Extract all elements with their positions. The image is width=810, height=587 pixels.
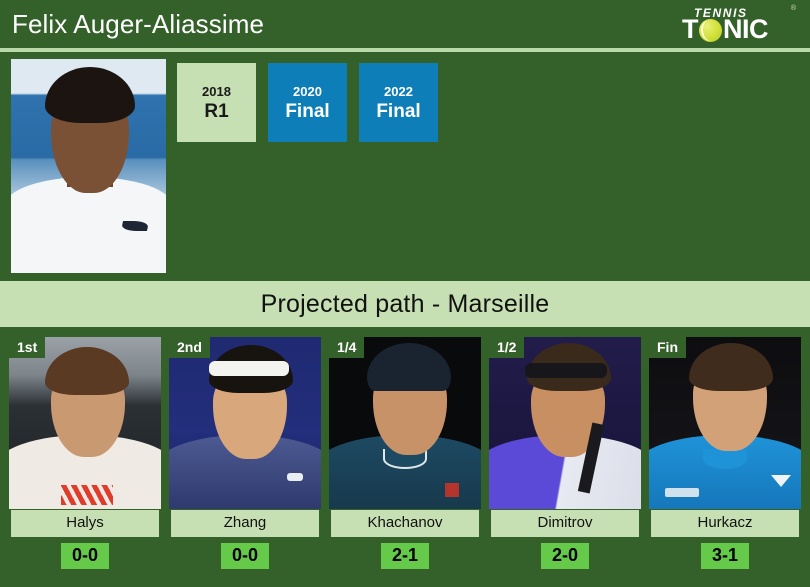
tournament-history-list: 2018 R1 2020 Final 2022 Final — [166, 59, 438, 142]
sponsor-logo-icon — [665, 488, 699, 497]
opponent-name: Zhang — [171, 510, 319, 537]
opponent-headshot — [169, 337, 321, 509]
opponent-photo: 2nd — [169, 337, 321, 509]
head-to-head-record: 0-0 — [60, 542, 109, 570]
history-result: R1 — [204, 100, 229, 122]
opponent-card-zhang[interactable]: 2nd Zhang 0-0 — [169, 337, 321, 570]
headshot-collar — [703, 449, 747, 469]
section-band-wrap: Projected path - Marseille — [0, 279, 810, 329]
history-result: Final — [376, 100, 421, 122]
history-result: Final — [285, 100, 330, 122]
cap-icon — [367, 343, 451, 391]
logo-letters-nic: NIC — [723, 14, 769, 44]
round-label: 1/2 — [489, 337, 525, 358]
round-label: 1/4 — [329, 337, 365, 358]
page-header: Felix Auger-Aliassime TENNIS ® T NIC — [0, 0, 810, 48]
tennis-tonic-logo[interactable]: TENNIS ® T NIC — [680, 2, 800, 46]
opponent-headshot — [649, 337, 801, 509]
tennis-ball-icon — [699, 19, 722, 42]
history-card-2018[interactable]: 2018 R1 — [177, 63, 256, 142]
header-divider — [0, 48, 810, 52]
player-photo-hair — [45, 67, 135, 123]
opponent-card-halys[interactable]: 1st Halys 0-0 — [9, 337, 161, 570]
opponent-photo: 1/4 — [329, 337, 481, 509]
history-year: 2018 — [202, 83, 231, 99]
opponent-name: Khachanov — [331, 510, 479, 537]
round-label: 1st — [9, 337, 46, 358]
section-title: Projected path - Marseille — [260, 289, 550, 318]
opponent-photo: 1/2 — [489, 337, 641, 509]
shirt-logo-icon — [61, 485, 113, 505]
projected-path-list: 1st Halys 0-0 2nd Zhang 0-0 — [0, 329, 810, 570]
opponent-headshot — [329, 337, 481, 509]
opponent-photo: 1st — [9, 337, 161, 509]
head-to-head-record: 0-0 — [220, 542, 269, 570]
opponent-name: Hurkacz — [651, 510, 799, 537]
head-brand-logo-icon — [287, 473, 303, 481]
history-year: 2022 — [384, 83, 413, 99]
logo-tonic-text: T NIC — [682, 14, 769, 44]
opponent-headshot — [489, 337, 641, 509]
shirt-logo-icon — [445, 483, 459, 497]
headband-icon — [209, 361, 289, 376]
page-title: Felix Auger-Aliassime — [12, 9, 265, 39]
logo-tennis-text: TENNIS — [694, 6, 748, 20]
section-band: Projected path - Marseille — [0, 281, 810, 327]
history-card-2022[interactable]: 2022 Final — [359, 63, 438, 142]
opponent-card-hurkacz[interactable]: Fin Hurkacz 3-1 — [649, 337, 801, 570]
profile-section: 2018 R1 2020 Final 2022 Final — [0, 52, 810, 279]
head-to-head-record: 2-0 — [540, 542, 589, 570]
history-year: 2020 — [293, 83, 322, 99]
logo-letter-t: T — [682, 14, 699, 44]
opponent-headshot — [9, 337, 161, 509]
opponent-name: Dimitrov — [491, 510, 639, 537]
head-to-head-record: 3-1 — [700, 542, 749, 570]
player-photo — [11, 59, 166, 273]
headband-icon — [525, 363, 607, 378]
opponent-name: Halys — [11, 510, 159, 537]
head-to-head-record: 2-1 — [380, 542, 429, 570]
round-label: 2nd — [169, 337, 210, 358]
history-card-2020[interactable]: 2020 Final — [268, 63, 347, 142]
opponent-photo: Fin — [649, 337, 801, 509]
opponent-card-dimitrov[interactable]: 1/2 Dimitrov 2-0 — [489, 337, 641, 570]
registered-mark-icon: ® — [790, 5, 796, 12]
round-label: Fin — [649, 337, 686, 358]
opponent-card-khachanov[interactable]: 1/4 Khachanov 2-1 — [329, 337, 481, 570]
